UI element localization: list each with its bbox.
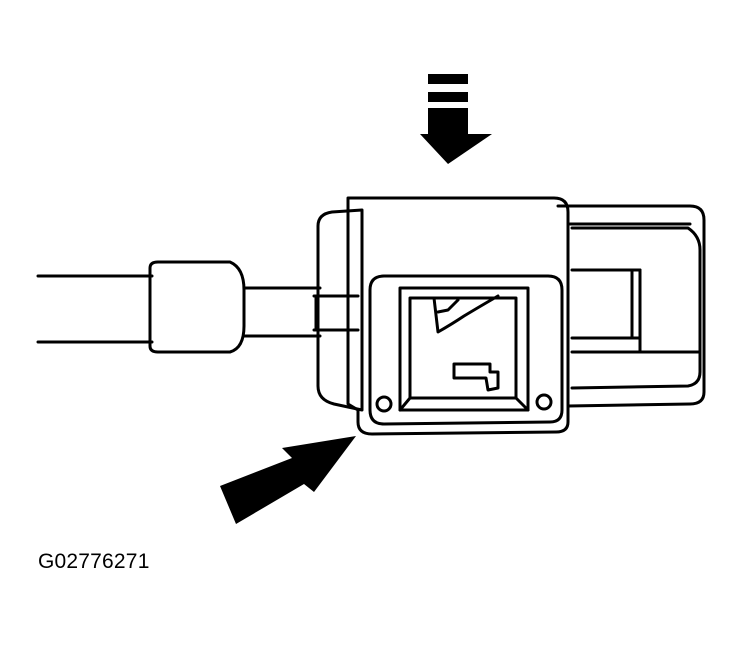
latch-slot [452, 362, 500, 392]
lock-window [398, 286, 530, 412]
press-diagonal-arrow-icon [220, 436, 356, 524]
locking-tab [432, 294, 500, 334]
mating-connector [556, 204, 706, 408]
locking-tab-hook [436, 298, 460, 314]
connector-inner-frame [368, 274, 564, 426]
connector-neck [242, 286, 360, 338]
wire-boot [148, 260, 246, 354]
press-down-arrow-icon [420, 74, 492, 164]
connector-body [346, 196, 570, 436]
left-boss [375, 395, 393, 413]
figure-id-label: G02776271 [38, 550, 150, 573]
connector-rear-shell [316, 208, 364, 412]
wire-cable [36, 274, 154, 344]
lock-window-inner [408, 296, 518, 400]
right-boss [535, 393, 553, 411]
